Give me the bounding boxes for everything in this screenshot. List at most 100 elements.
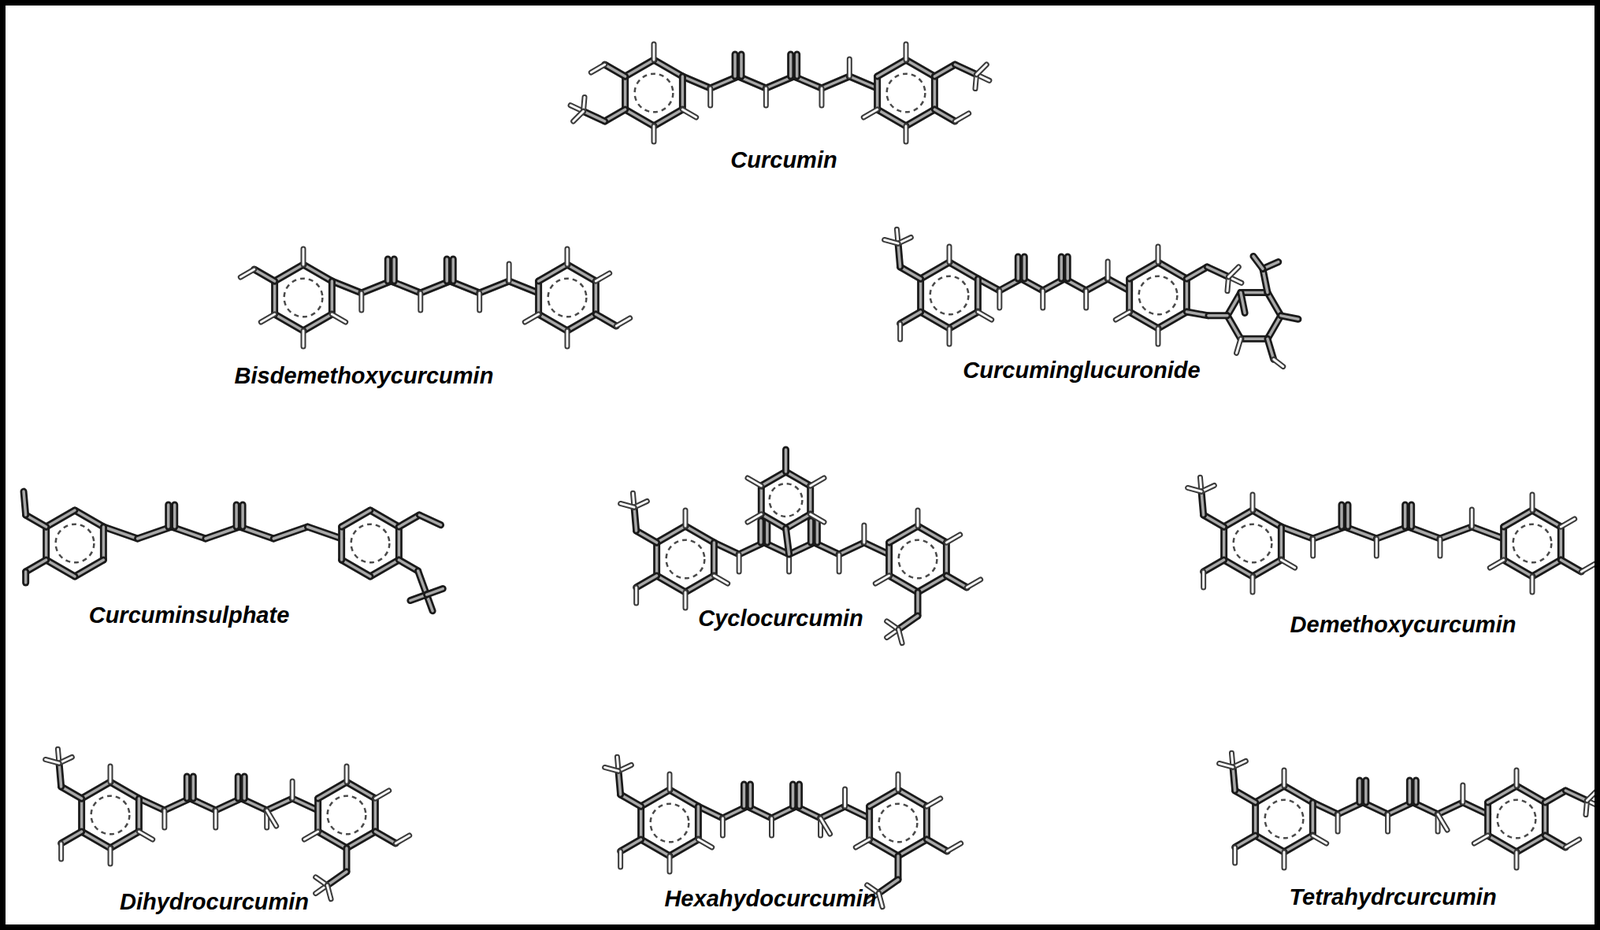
bond-stick — [1277, 527, 1285, 561]
hydrogen-stick — [1335, 814, 1341, 832]
hydrogen-stick — [1384, 814, 1391, 832]
bond-highlight — [816, 520, 820, 543]
bond-stick — [1208, 311, 1228, 320]
hydrogen-highlight — [770, 818, 773, 836]
hydrogen-highlight — [747, 514, 762, 523]
bond-stick — [1338, 504, 1346, 528]
bond-highlight — [80, 798, 84, 832]
hydrogen-stick — [651, 126, 658, 142]
hydrogen-stick — [476, 293, 483, 311]
bond-stick — [170, 504, 179, 528]
bond-highlight — [46, 560, 75, 577]
bond-stick — [61, 831, 82, 844]
bond-stick — [653, 542, 661, 576]
bond-highlight — [1224, 510, 1253, 528]
bond-highlight — [605, 64, 626, 77]
bond-stick — [390, 259, 398, 282]
bond-highlight — [236, 776, 240, 799]
bond-highlight — [657, 575, 686, 593]
bond-highlight — [1559, 527, 1563, 561]
bond-highlight — [954, 64, 977, 75]
compound-name: Cyclocurcumin — [697, 606, 864, 632]
hydrogen-highlight — [138, 831, 153, 840]
bond-highlight — [273, 527, 308, 539]
aromatic-ring — [548, 278, 587, 318]
hydrogen-stick — [573, 111, 584, 122]
bond-highlight — [1516, 835, 1545, 853]
bond-stick — [81, 831, 111, 849]
bond-highlight — [1488, 835, 1517, 853]
bond-highlight — [1240, 292, 1245, 313]
hydrogen-highlight — [260, 314, 275, 323]
hydrogen-highlight — [395, 835, 409, 844]
bond-highlight — [74, 560, 104, 577]
bond-stick — [682, 76, 710, 89]
hydrogen-stick — [1529, 576, 1536, 593]
hydrogen-stick — [138, 831, 153, 840]
hydrogen-highlight — [1375, 538, 1378, 557]
hydrogen-highlight — [682, 109, 696, 118]
bond-highlight — [1224, 560, 1253, 577]
bond-stick — [1255, 835, 1285, 853]
bond-highlight — [418, 571, 427, 595]
bond-highlight — [1462, 802, 1489, 815]
hydrogen-highlight — [1283, 770, 1286, 787]
bond-stick — [917, 526, 947, 543]
hydrogen-highlight — [1236, 338, 1241, 353]
hydrogen-stick — [667, 774, 673, 791]
hydrogen-stick — [1459, 785, 1466, 803]
compound-name: Dihydrocurcumin — [119, 890, 309, 916]
bond-stick — [1227, 315, 1241, 339]
bond-stick — [1255, 786, 1285, 803]
bond-stick — [821, 76, 850, 89]
bond-highlight — [374, 798, 378, 832]
bond-stick — [77, 798, 86, 832]
bond-stick — [934, 109, 955, 122]
hydrogen-highlight — [976, 64, 988, 75]
bond-stick — [273, 527, 308, 539]
hydrogen-stick — [863, 109, 877, 118]
bond-stick — [636, 575, 658, 588]
bond-stick — [331, 281, 361, 294]
bond-stick — [443, 259, 451, 282]
bond-highlight — [712, 542, 717, 576]
bond-highlight — [594, 281, 598, 315]
bond-highlight — [173, 504, 177, 528]
bond-highlight — [1267, 315, 1281, 339]
bond-stick — [885, 542, 893, 576]
bond-stick — [757, 520, 765, 543]
hydrogen-stick — [1250, 494, 1256, 511]
bond-stick — [567, 264, 596, 282]
hydrogen-highlight — [684, 592, 687, 609]
bond-stick — [314, 798, 322, 832]
bond-stick — [449, 259, 457, 282]
bond-highlight — [316, 798, 320, 832]
hydrogen-highlight — [267, 810, 277, 827]
hydrogen-highlight — [697, 839, 712, 848]
bond-highlight — [949, 311, 978, 329]
bond-highlight — [620, 839, 642, 852]
bond-stick — [757, 486, 765, 515]
compound-name: Bisdemethoxycurcumin — [234, 363, 494, 390]
bond-stick — [685, 575, 714, 593]
molecule-model — [23, 491, 443, 612]
bond-highlight — [1252, 560, 1281, 577]
hydrogen-stick — [1155, 328, 1162, 345]
bond-highlight — [292, 798, 318, 811]
bond-stick — [641, 839, 670, 857]
hydrogen-highlight — [747, 478, 762, 487]
bond-stick — [916, 278, 925, 312]
bond-stick — [1503, 560, 1533, 577]
hydrogen-highlight — [1311, 538, 1315, 557]
hydrogen-stick — [1115, 311, 1129, 320]
bond-highlight — [1253, 256, 1263, 269]
bond-stick — [135, 798, 143, 832]
hydrogen-stick — [1232, 847, 1238, 864]
bond-highlight — [1065, 256, 1070, 279]
hydrogen-highlight — [1280, 560, 1295, 568]
bond-highlight — [920, 311, 950, 329]
aromatic-ring — [930, 276, 969, 316]
hydrogen-stick — [768, 818, 775, 836]
hydrogen-highlight — [345, 766, 349, 783]
aromatic-ring — [1265, 800, 1304, 839]
